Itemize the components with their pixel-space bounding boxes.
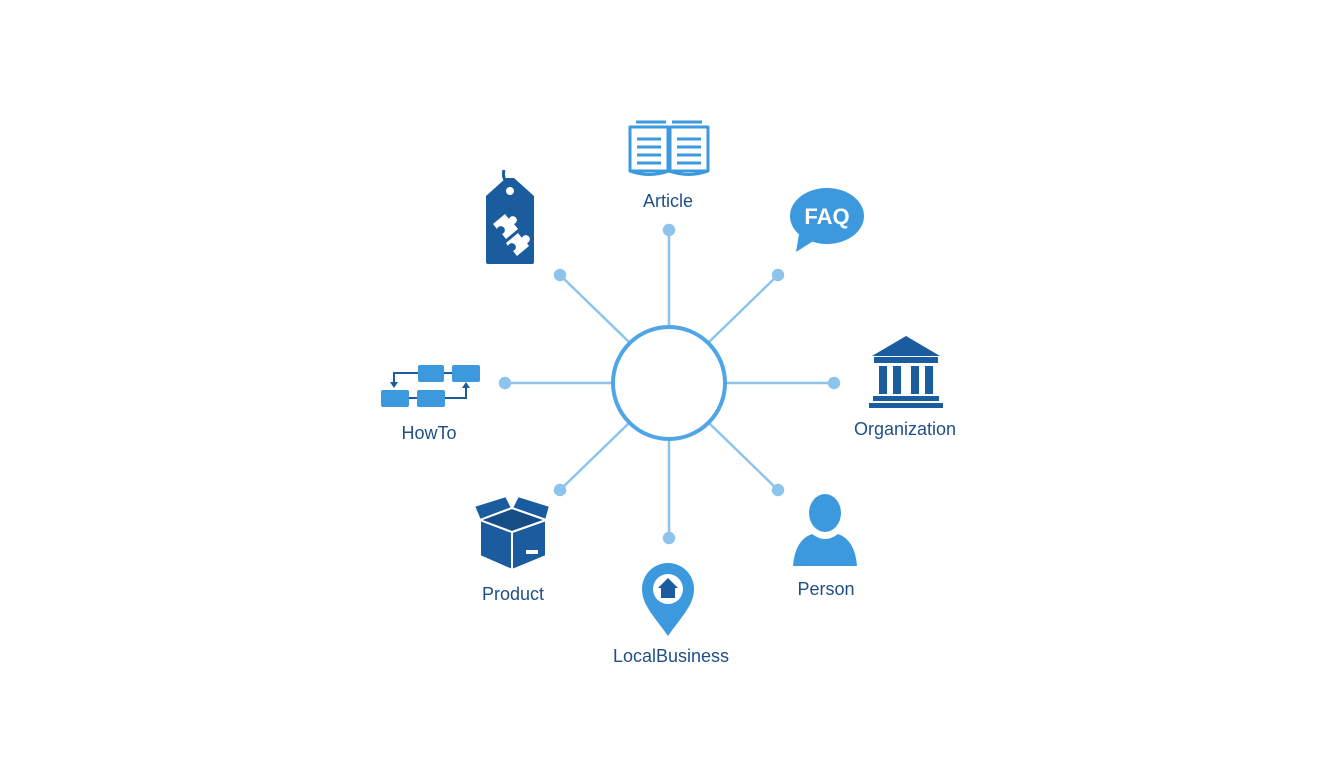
connector-dot-organization <box>827 376 841 390</box>
hub-circle <box>611 325 727 441</box>
node-label-person: Person <box>797 579 855 599</box>
classical-building-icon <box>869 336 943 408</box>
connector-dot-person <box>771 483 785 497</box>
node-label-article: Article <box>642 191 694 211</box>
map-pin-house-icon <box>642 563 694 636</box>
node-label-howto: HowTo <box>401 423 457 443</box>
connector-person <box>708 422 779 491</box>
faq-speech-bubble-icon: FAQ <box>790 188 864 252</box>
person-silhouette-icon <box>793 494 857 566</box>
connector-dot-product <box>553 483 567 497</box>
open-box-icon <box>473 495 551 571</box>
connector-dot-localbusiness <box>662 531 676 545</box>
connectors <box>498 223 841 545</box>
connector-faq <box>708 274 779 343</box>
open-book-icon <box>628 120 710 176</box>
connector-dot-howto <box>498 376 512 390</box>
flowchart-steps-icon <box>381 365 480 407</box>
node-label-localbusiness: LocalBusiness <box>612 646 730 666</box>
price-tag-puzzle-icon <box>486 169 534 264</box>
connector-dot-article <box>662 223 676 237</box>
connector-product <box>559 422 630 491</box>
node-label-organization: Organization <box>853 419 957 439</box>
connector-tag <box>559 274 630 343</box>
connector-dot-faq <box>771 268 785 282</box>
node-label-product: Product <box>481 584 545 604</box>
connector-dot-tag <box>553 268 567 282</box>
faq-icon-text: FAQ <box>804 204 849 229</box>
